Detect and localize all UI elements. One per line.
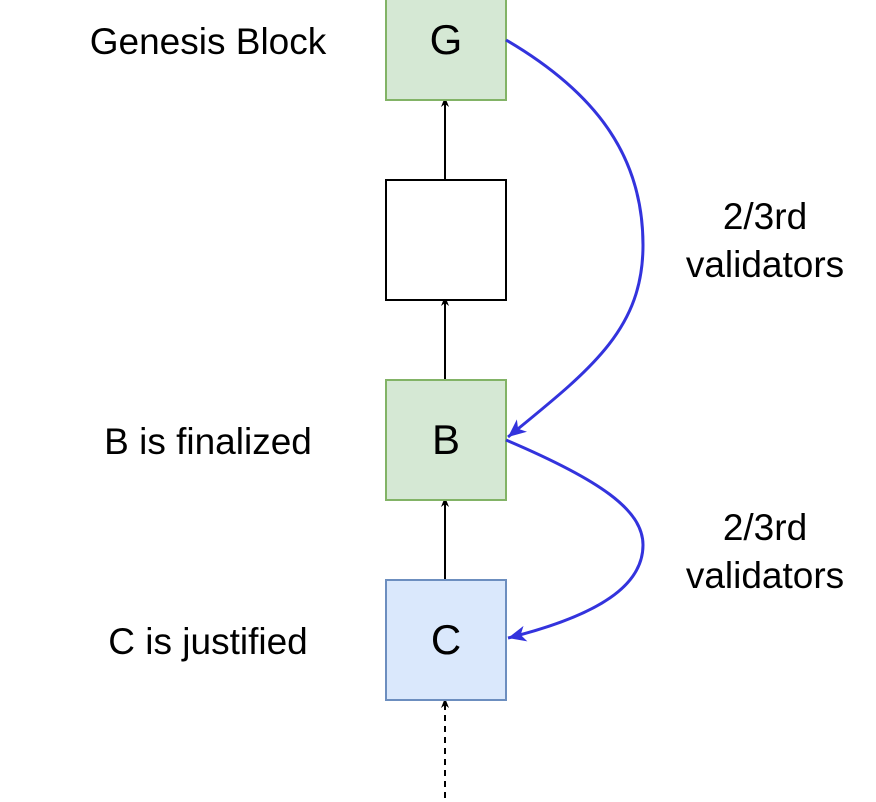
vote-arrow-b-to-c <box>505 438 645 642</box>
block-b-caption: B is finalized <box>104 421 312 462</box>
vote-label-2-line1: 2/3rd <box>723 507 807 548</box>
genesis-block-letter: G <box>430 16 463 63</box>
block-c-letter: C <box>431 616 461 663</box>
middle-block <box>385 179 507 301</box>
block-b <box>385 379 507 501</box>
block-c <box>385 579 507 701</box>
vote-arrow-g-to-b <box>505 38 645 439</box>
block-c-caption: C is justified <box>108 621 307 662</box>
vote-label-1-line1: 2/3rd <box>723 196 807 237</box>
genesis-caption: Genesis Block <box>90 21 327 62</box>
genesis-block <box>385 0 507 101</box>
vote-label-1-line2: validators <box>686 244 844 285</box>
block-b-letter: B <box>432 416 460 463</box>
vote-label-2-line2: validators <box>686 555 844 596</box>
